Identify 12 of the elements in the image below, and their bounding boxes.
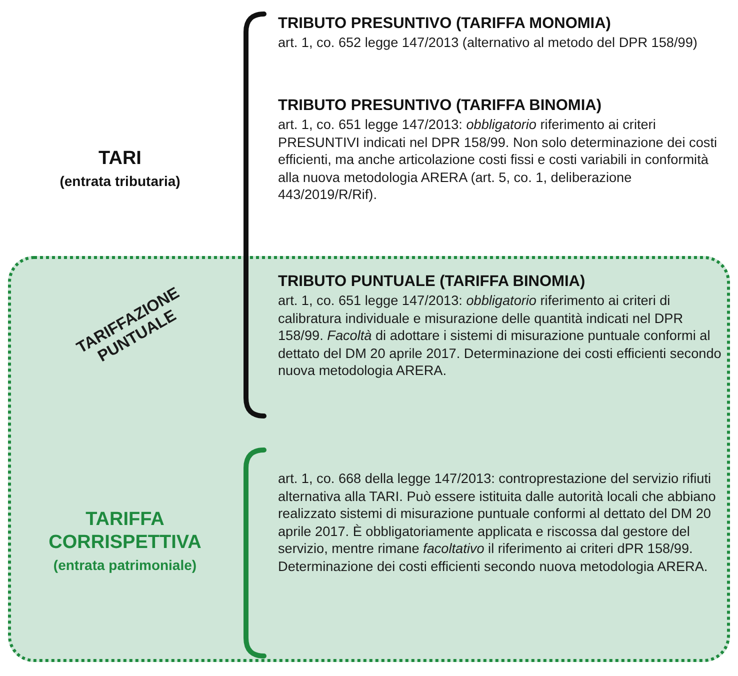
item-heading: TRIBUTO PRESUNTIVO (TARIFFA BINOMIA) — [278, 96, 602, 115]
item-description: art. 1, co. 651 legge 147/2013: obbligatorio riferimento ai criteri di calibratura individuale e misurazione delle quantità indicati nel DPR 158/99. Facoltà di adottare i sistemi di misurazione puntuale conformi al dettato del DM 20 aprile 2017. Determinazione dei costi efficienti secondo nuova metodologia ARERA. — [278, 292, 722, 380]
category-subtitle: (entrata tributaria) — [58, 172, 182, 190]
category-title: TARI — [98, 148, 142, 170]
item-description: art. 1, co. 652 legge 147/2013 (alternativo al metodo del DPR 158/99) — [278, 34, 698, 52]
item-description: art. 1, co. 668 della legge 147/2013: controprestazione del servizio rifiuti alternativa alla TARI. Può essere istituita dalle autorità locali che abbiano realizzato sistemi di misurazione puntuale conformi al dettato del DM 20 aprile 2017. È obbligatoriamente applicata e riscossa dal gestore del servizio, mentre rimane facoltativo il riferimento ai criteri dPR 158/99. Determinazione dei costi efficienti secondo nuova metodologia ARERA. — [278, 470, 717, 575]
category-title: TARIFFA CORRISPETTIVA — [48, 508, 202, 554]
category-subtitle: (entrata patrimoniale) — [52, 556, 198, 574]
item-heading: TRIBUTO PRESUNTIVO (TARIFFA MONOMIA) — [278, 14, 612, 33]
item-description: art. 1, co. 651 legge 147/2013: obbligatorio riferimento ai criteri PRESUNTIVI indicati nel DPR 158/99. Non solo determinazione dei costi efficienti, ma anche articolazione costi fissi e costi variabili in conformità alla nuova metodologia ARERA (art. 5, co. 1, deliberazione 443/2019/R/Rif). — [278, 116, 718, 204]
item-heading: TRIBUTO PUNTUALE (TARIFFA BINOMIA) — [278, 272, 586, 291]
dotted-panel — [8, 256, 730, 662]
